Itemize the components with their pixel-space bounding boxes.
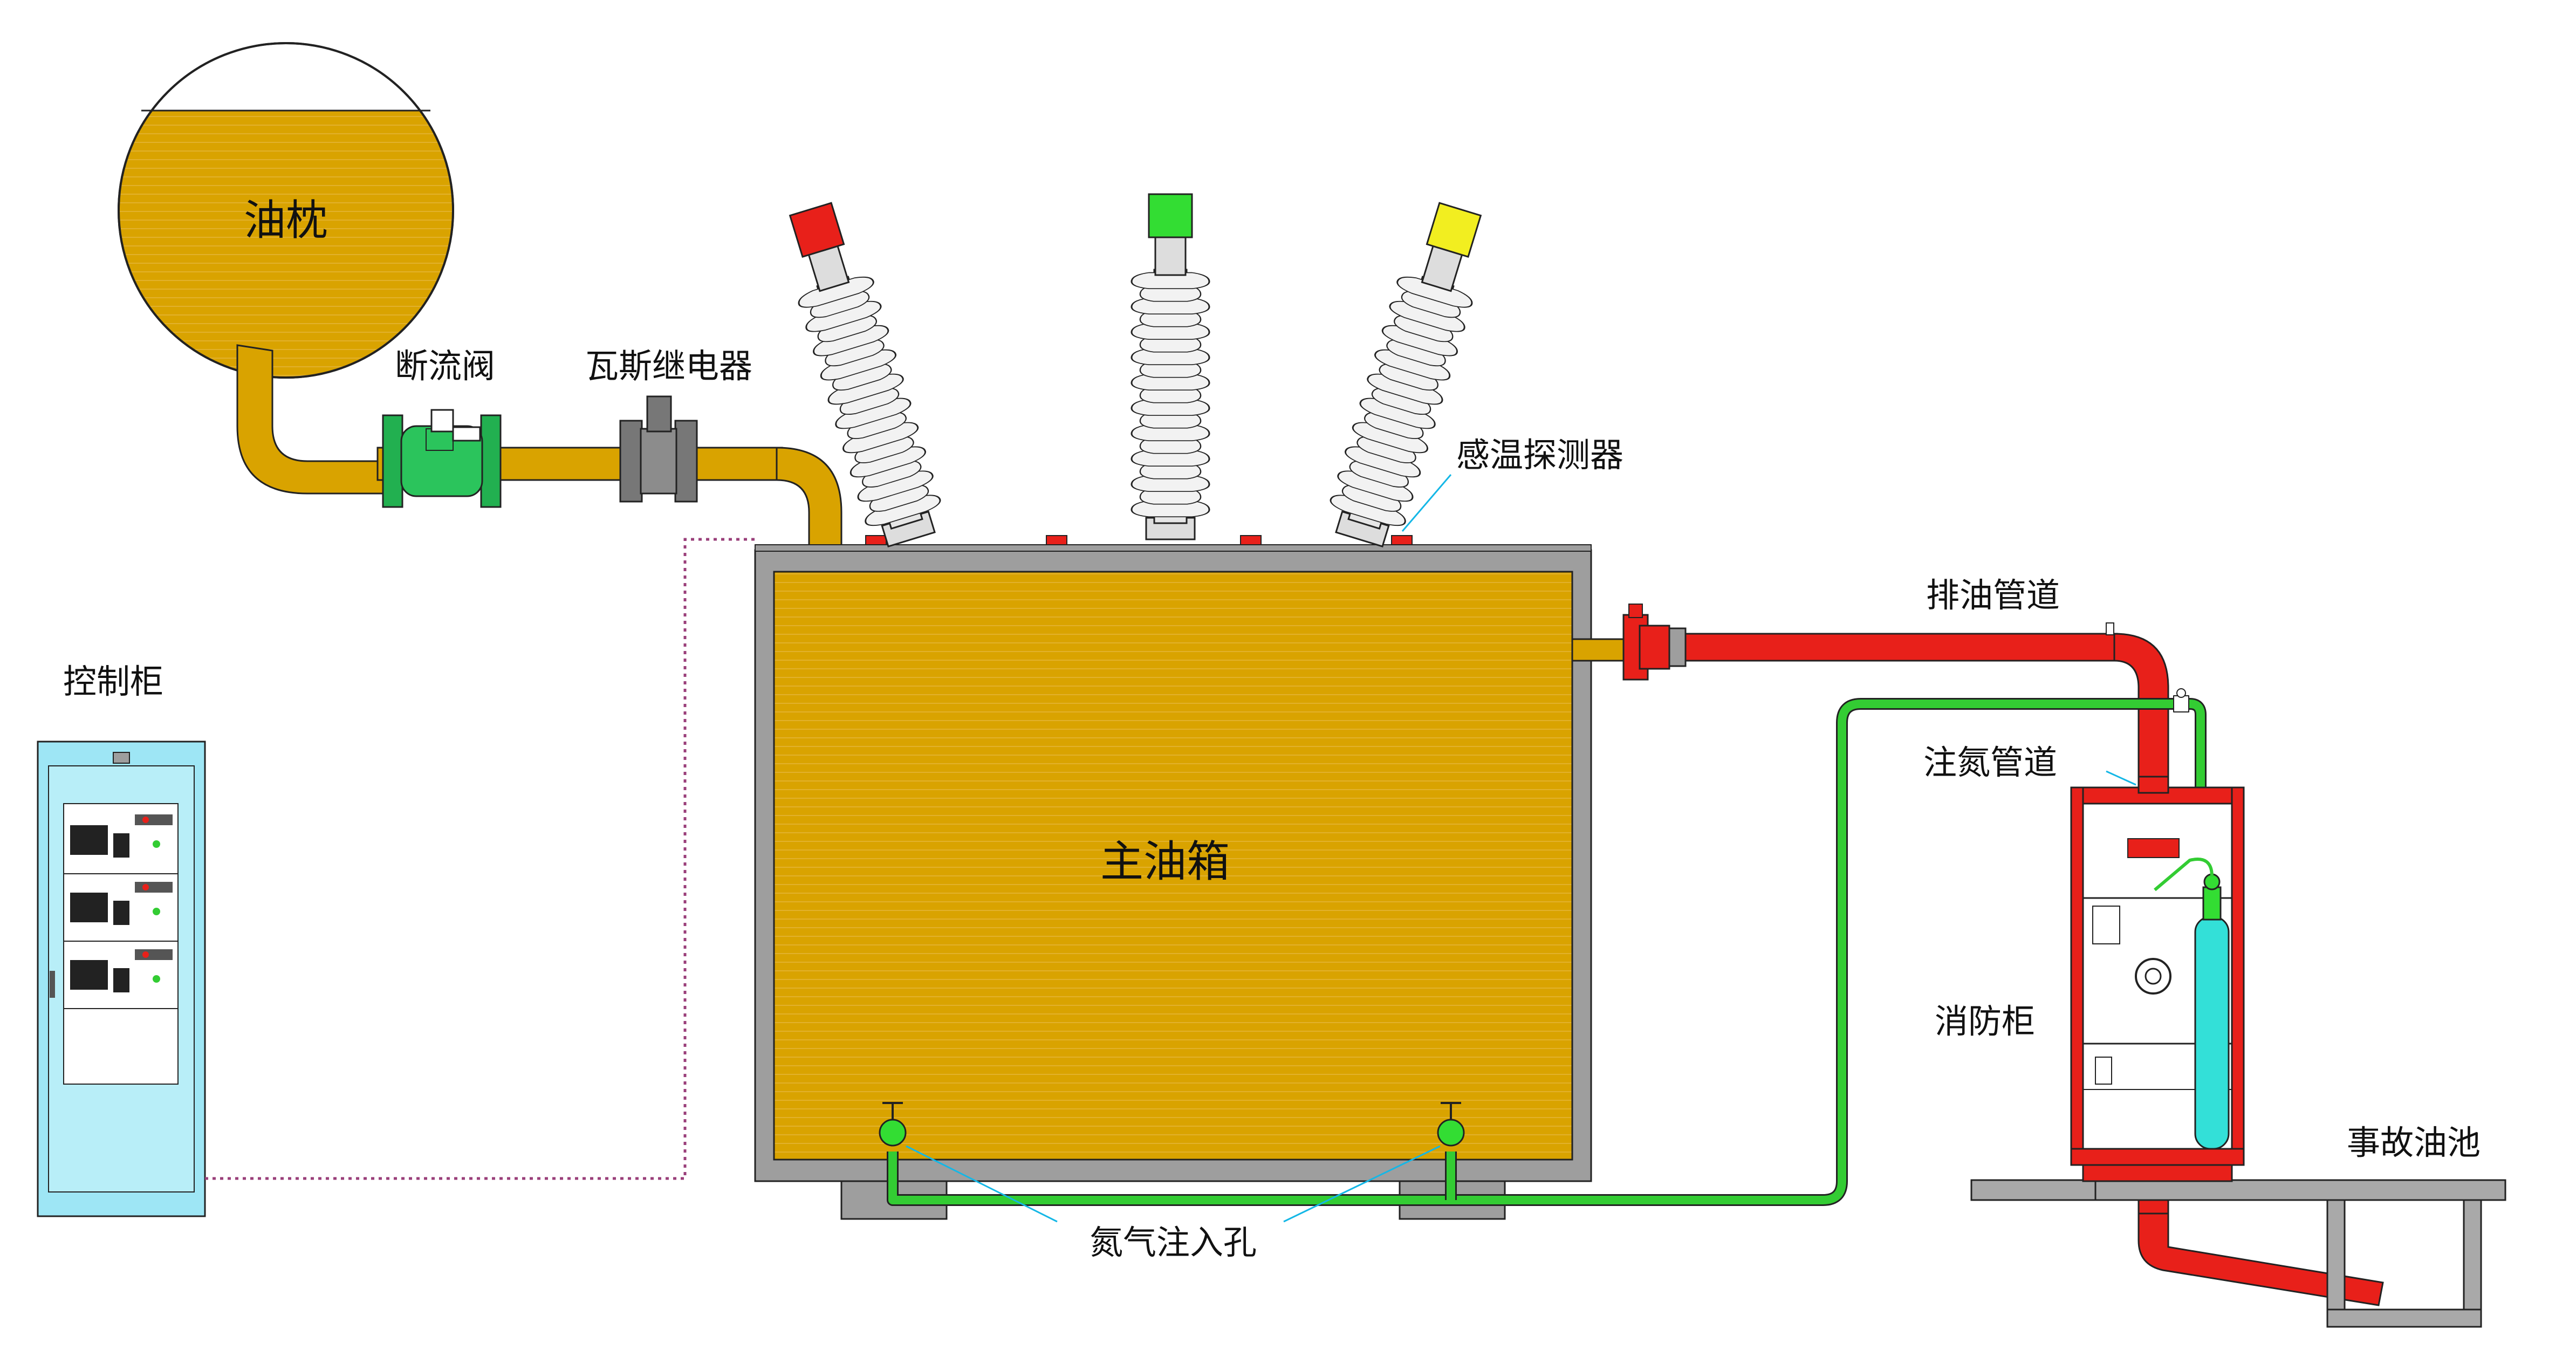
leader-lines: [906, 474, 2136, 1223]
label-nitrogen-inlet: 氮气注入孔: [1090, 1223, 1257, 1262]
label-temp-detector: 感温探测器: [1456, 435, 1623, 475]
nitrogen-pipe: [879, 688, 2207, 1206]
label-accident-pit: 事故油池: [2347, 1123, 2481, 1162]
label-nitrogen-pipe: 注氮管道: [1923, 743, 2057, 782]
label-main-tank: 主油箱: [1100, 837, 1230, 887]
conservator: [118, 42, 454, 495]
label-gas-relay: 瓦斯继电器: [585, 346, 752, 386]
label-conservator: 油枕: [244, 196, 328, 245]
gas-relay-icon: [619, 395, 698, 503]
label-control-cabinet: 控制柜: [63, 662, 163, 701]
bushing-right: [1327, 202, 1482, 548]
label-drain-pipe: 排油管道: [1926, 575, 2060, 615]
bushing-left: [789, 202, 943, 548]
main-tank: [754, 535, 1592, 1220]
fire-cabinet: [2070, 776, 2245, 1182]
shutoff-valve-icon: [382, 409, 502, 508]
label-fire-cabinet: 消防柜: [1935, 1002, 2035, 1041]
bushing-middle: [1131, 193, 1210, 540]
control-cabinet: [37, 741, 206, 1217]
signal-wire: [205, 538, 755, 1180]
label-shutoff-valve: 断流阀: [395, 346, 495, 386]
accident-pit: [1970, 1179, 2506, 1328]
